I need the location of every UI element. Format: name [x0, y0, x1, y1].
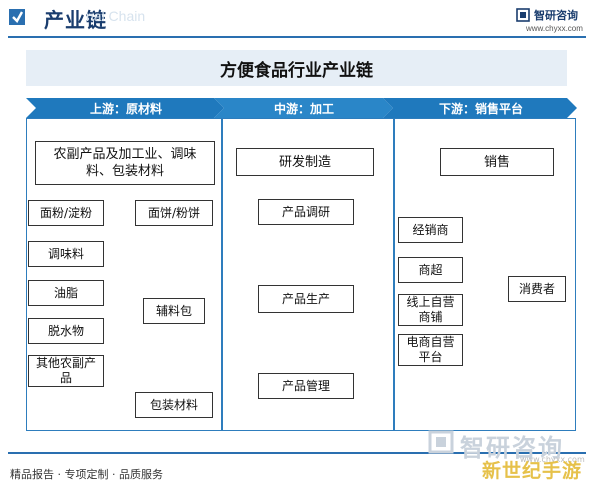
brand-url: www.chyxx.com: [526, 24, 583, 33]
box-supermarket: 商超: [398, 257, 463, 283]
page-title: 产业链: [44, 8, 107, 32]
box-raw-materials-head: 农副产品及加工业、调味料、包装材料: [35, 141, 215, 185]
section-band-downstream: [383, 98, 577, 118]
box-seasoning-pack: 辅料包: [143, 298, 205, 324]
footer-divider: [8, 452, 586, 454]
box-dehydrated: 脱水物: [28, 318, 104, 344]
box-product-management: 产品管理: [258, 373, 354, 399]
header-divider: [8, 36, 586, 38]
box-oil: 油脂: [28, 280, 104, 306]
box-flour-starch: 面粉/淀粉: [28, 200, 104, 226]
section-label-downstream: 下游：销售平台: [438, 101, 523, 116]
watermark-logo-icon: [428, 430, 454, 454]
watermark-brand-url: www.chyxx.com: [520, 455, 585, 464]
box-product-production: 产品生产: [258, 285, 354, 313]
diagram-title-box: 方便食品行业产业链: [26, 50, 567, 86]
chain-icon: [9, 9, 25, 25]
box-packaging: 包装材料: [135, 392, 213, 418]
header-bar: [0, 0, 594, 42]
box-consumer: 消费者: [508, 276, 566, 302]
corner-watermark: 新世纪手游: [482, 460, 583, 482]
brand-logo-icon: [516, 8, 530, 22]
box-rnd-manufacturing: 研发制造: [236, 148, 374, 176]
section-band-upstream: [26, 98, 224, 118]
box-seasoning: 调味料: [28, 241, 104, 267]
box-dealer: 经销商: [398, 217, 463, 243]
section-band-midstream: [214, 98, 393, 118]
box-product-research: 产品调研: [258, 199, 354, 225]
box-sales-head: 销售: [440, 148, 554, 176]
section-label-midstream: 中游：加工: [273, 101, 334, 116]
footer-slogan: 精品报告 · 专项定制 · 品质服务: [10, 468, 163, 481]
box-noodle-cake: 面饼/粉饼: [135, 200, 213, 226]
brand-name: 智研咨询: [534, 9, 578, 22]
box-other-agri: 其他农副产品: [28, 355, 104, 387]
header-watermark: rial Chain: [86, 8, 146, 24]
box-ecommerce: 电商自营平台: [398, 334, 463, 366]
diagram-title: 方便食品行业产业链: [220, 60, 373, 81]
watermark-brand-name: 智研咨询: [460, 434, 564, 462]
section-label-upstream: 上游：原材料: [89, 101, 162, 116]
box-offline-store: 线上自营商铺: [398, 294, 463, 326]
